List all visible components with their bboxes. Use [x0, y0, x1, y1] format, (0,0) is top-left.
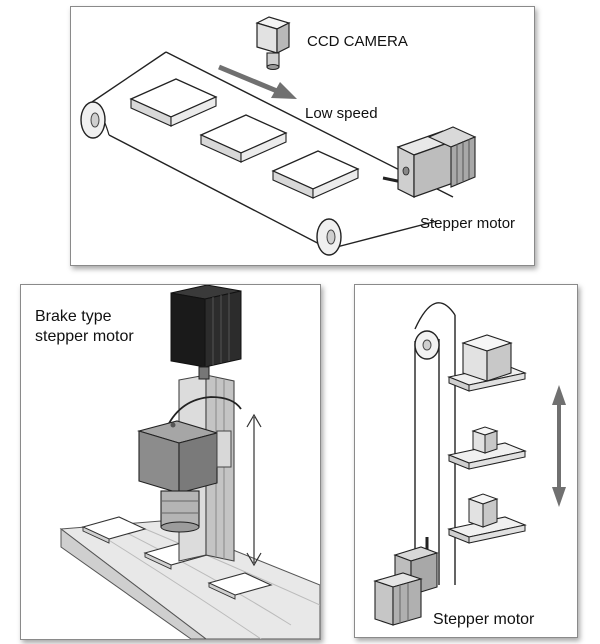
stepper-motor-icon: [373, 537, 439, 626]
panel-brake-motor-axis: Brake type stepper motor: [20, 284, 321, 640]
conveyor-illustration: [80, 16, 477, 257]
work-piece: [129, 78, 218, 127]
work-piece: [271, 150, 360, 199]
panel-conveyor-belt: CCD CAMERA Low speed Stepper motor: [70, 6, 535, 266]
elevator-illustration: [373, 302, 566, 626]
stepper-motor-label: Stepper motor: [433, 611, 535, 628]
shelf: [447, 516, 527, 544]
conveyor-belt: [80, 51, 454, 257]
cargo-box: [461, 334, 513, 382]
low-speed-label: Low speed: [305, 105, 378, 122]
belt-direction-arrow: [218, 64, 297, 99]
motor-cable: [166, 396, 242, 428]
brake-motor-label-line1: Brake type: [35, 308, 112, 325]
lift-direction-arrow: [552, 385, 566, 507]
cargo-box: [467, 493, 499, 528]
travel-arrow: [246, 413, 262, 567]
ccd-camera-label: CCD CAMERA: [307, 33, 408, 50]
stepper-motor-icon: [136, 420, 232, 533]
vertical-belt: [414, 302, 456, 585]
stepper-motor-icon: [382, 126, 477, 198]
cargo-box: [471, 426, 499, 454]
stepper-motor-label: Stepper motor: [420, 215, 516, 232]
brake-motor-icon: [170, 285, 242, 380]
work-table: [59, 520, 320, 639]
panel-elevator: Stepper motor: [354, 284, 578, 638]
vertical-axis-illustration: [59, 285, 320, 639]
work-piece: [207, 572, 273, 600]
brake-motor-label: Brake type stepper motor: [35, 307, 134, 347]
brake-motor-label-line2: stepper motor: [35, 328, 134, 345]
work-piece: [81, 516, 147, 544]
work-piece: [199, 114, 288, 163]
ccd-camera-icon: [255, 16, 291, 70]
